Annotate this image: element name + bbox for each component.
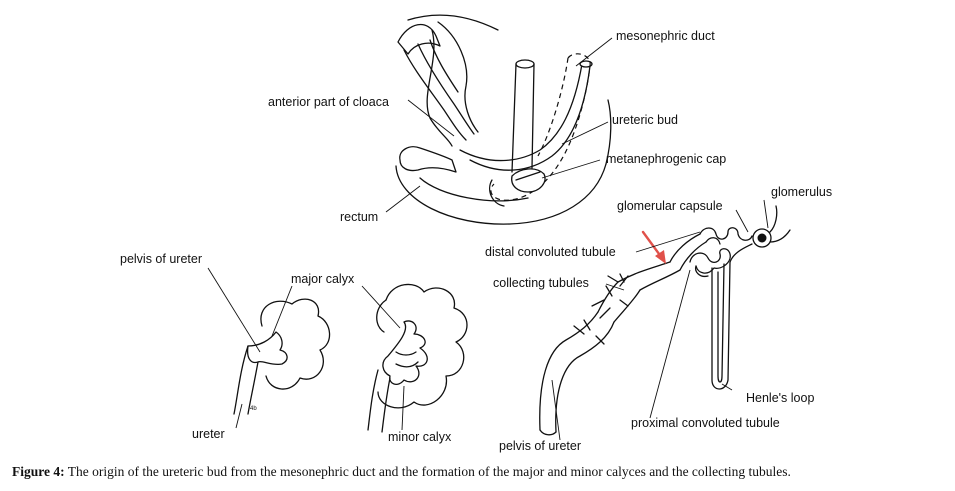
nephron-illustration [539,205,791,436]
label-rectum: rectum [340,210,378,224]
label-glomerulus: glomerulus [771,185,832,199]
cloaca-illustration [395,14,612,225]
bottom-right-leaders [551,199,769,441]
label-minor-calyx: minor calyx [388,430,452,444]
red-arrow [641,230,666,264]
figure-caption: Figure 4: The origin of the ureteric bud… [12,464,947,480]
label-henles-loop: Henle's loop [746,391,814,405]
label-metanephrogenic-cap: metanephrogenic cap [606,152,726,166]
label-small-mark: 4b [250,406,257,412]
label-ureter: ureter [192,427,225,441]
caption-text: The origin of the ureteric bud from the … [67,464,791,479]
caption-prefix: Figure 4: [12,464,65,479]
label-anterior-cloaca: anterior part of cloaca [268,95,389,109]
label-collecting-tubules: collecting tubules [493,276,589,290]
label-mesonephric-duct: mesonephric duct [616,29,715,43]
top-leaders [385,37,613,213]
bottom-left-leaders [207,267,405,431]
kidney-major-calyx [233,298,331,415]
label-pelvis-of-ureter-top: pelvis of ureter [120,252,202,266]
label-distal-convoluted-tubule: distal convoluted tubule [485,245,616,259]
label-proximal-convoluted-tubule: proximal convoluted tubule [631,416,780,430]
label-ureteric-bud: ureteric bud [612,113,678,127]
label-glomerular-capsule: glomerular capsule [617,199,723,213]
label-major-calyx: major calyx [291,272,355,286]
label-pelvis-of-ureter-bottom: pelvis of ureter [499,439,581,453]
kidney-minor-calyx [367,283,468,433]
